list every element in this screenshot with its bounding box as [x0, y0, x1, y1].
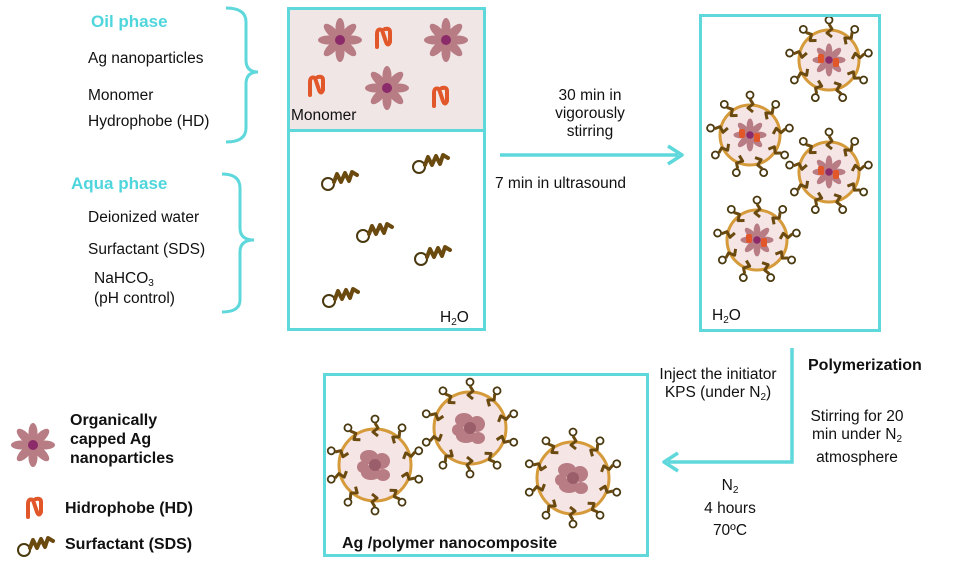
polymerization-label: Polymerization	[808, 357, 922, 374]
arrow-polymerization	[662, 348, 794, 473]
oil-phase-bracket	[225, 6, 259, 144]
oil-item-ag: Ag nanoparticles	[88, 50, 204, 67]
oil-phase-heading: Oil phase	[91, 12, 168, 31]
conditions-text: N2 4 hours 70ºC	[704, 477, 756, 539]
inject-initiator-text: Inject the initiator KPS (under N2)	[659, 366, 777, 403]
arrow-emulsify	[500, 144, 684, 166]
nanocomposite-box	[323, 373, 649, 557]
legend-hydrophobe-icon	[26, 496, 43, 519]
legend-hydrophobe-label: Hidrophobe (HD)	[65, 500, 193, 517]
stirring-text: Stirring for 20 min under N2 atmosphere	[810, 408, 904, 466]
box2-h2o-label: H2O	[712, 307, 741, 326]
aqua-item-water: Deionized water	[88, 209, 200, 226]
aqua-phase-bracket	[221, 172, 255, 314]
box1-h2o-label: H2O	[440, 309, 469, 328]
aqua-item-surfactant: Surfactant (SDS)	[88, 241, 206, 258]
monomer-label: Monomer	[291, 107, 357, 124]
aqua-phase-heading: Aqua phase	[71, 174, 168, 193]
mixture-box	[287, 7, 486, 331]
legend-nanoparticle-label: Organically capped Ag nanoparticles	[70, 412, 175, 467]
oil-item-hydrophobe: Hydrophobe (HD)	[88, 113, 210, 130]
arrow1-top-text: 30 min in vigorously stirring	[555, 87, 625, 140]
nanocomposite-label: Ag /polymer nanocomposite	[342, 535, 558, 552]
aqua-item-nahco3: NaHCO3	[94, 270, 154, 289]
legend-nanoparticle-icon	[11, 423, 56, 467]
legend-surfactant-icon	[16, 536, 55, 558]
miniemulsion-box	[699, 14, 881, 332]
legend-surfactant-label: Surfactant (SDS)	[65, 536, 193, 553]
oil-item-monomer: Monomer	[88, 87, 154, 104]
phase-divider	[287, 129, 486, 132]
aqua-item-ph: (pH control)	[94, 290, 175, 307]
arrow1-bottom-text: 7 min in ultrasound	[495, 175, 626, 192]
